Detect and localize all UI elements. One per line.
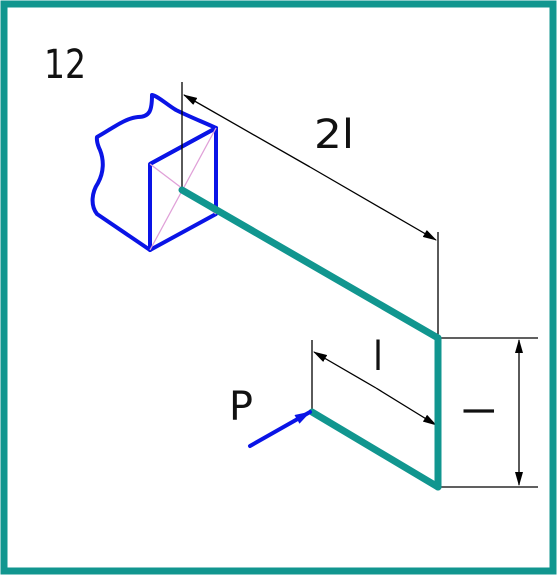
dimension-line: [375, 387, 437, 426]
beam-upper-segment: [178, 186, 442, 342]
support-wavy-outline: [90, 93, 218, 252]
label-lower-length: l: [373, 334, 383, 380]
dimension-line: [313, 351, 377, 389]
fixed-support: [90, 93, 218, 252]
problem-number: 12: [44, 42, 86, 88]
dimension-vertical-length: l: [440, 337, 538, 488]
label-force: P: [229, 384, 253, 430]
force-arrow: [248, 410, 312, 448]
label-vertical-length: l: [458, 406, 504, 416]
dimension-line: [309, 166, 437, 241]
force-p: P: [229, 384, 312, 448]
beam: [178, 186, 442, 491]
dimension-line: [183, 94, 311, 168]
dimension-upper-length: 2l: [181, 82, 439, 338]
beam-lower-segment: [308, 408, 442, 491]
label-upper-length: 2l: [314, 112, 354, 158]
dimension-lower-length: l: [311, 334, 437, 426]
